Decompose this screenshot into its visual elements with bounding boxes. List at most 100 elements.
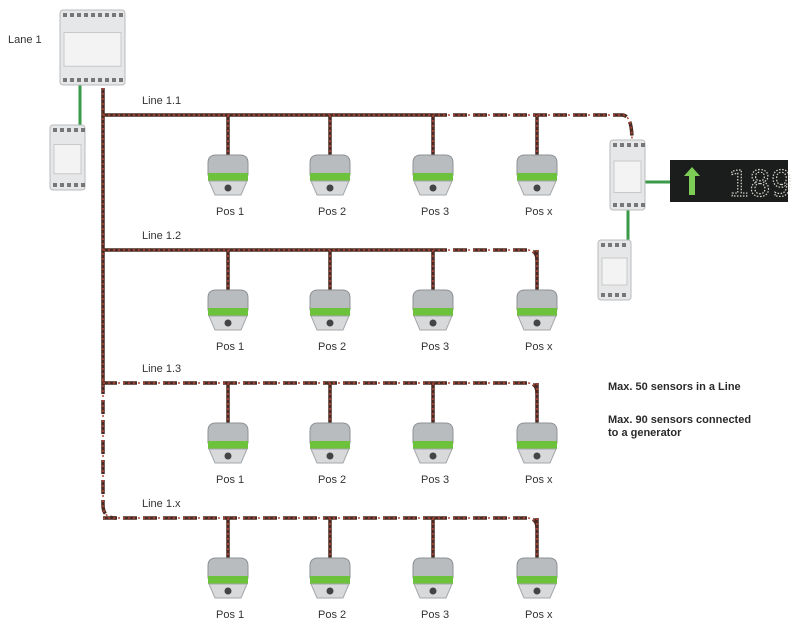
sensor-lens <box>326 587 334 595</box>
cable-core <box>433 381 539 394</box>
cable-twist <box>102 380 117 519</box>
position-label: Pos 2 <box>318 341 347 353</box>
sensor-led-ring <box>517 173 557 181</box>
terminal <box>70 13 74 17</box>
power-supply <box>49 124 86 191</box>
sensor <box>516 154 558 196</box>
sensor-led-ring <box>208 308 248 316</box>
sensor <box>207 422 249 464</box>
cable-core <box>433 113 634 141</box>
position-label: Pos 1 <box>216 206 245 218</box>
sensor-led-ring <box>413 576 453 584</box>
position-label: Pos 2 <box>318 206 347 218</box>
terminal <box>608 293 612 297</box>
sensor <box>412 154 454 196</box>
sensor <box>207 557 249 599</box>
arrow-up-icon <box>684 167 700 195</box>
sensor-led-ring <box>310 441 350 449</box>
position-label: Pos 3 <box>421 609 450 621</box>
terminal <box>77 78 81 82</box>
sensor <box>309 289 351 331</box>
device-panel <box>601 257 628 286</box>
terminal <box>105 13 109 17</box>
cable-twist <box>433 517 538 529</box>
terminal <box>627 143 631 147</box>
device-panel <box>63 32 122 67</box>
sensor-housing <box>516 422 558 444</box>
sensor-led-ring <box>517 576 557 584</box>
sensor-housing <box>309 154 351 176</box>
cable-twist <box>433 382 538 394</box>
sensor-lens <box>326 184 334 192</box>
generator-label: Lane 1 <box>8 34 42 46</box>
sensor-led-ring <box>413 173 453 181</box>
sensor-housing <box>412 154 454 176</box>
terminal <box>105 78 109 82</box>
line-cable-dashed <box>433 113 634 141</box>
terminal <box>112 78 116 82</box>
sensor-led-ring <box>517 441 557 449</box>
sensor-lens <box>224 184 232 192</box>
sensor-housing <box>207 289 249 311</box>
parking-guidance-display: 189 <box>670 160 793 206</box>
sensor-led-ring <box>310 576 350 584</box>
sensor <box>309 557 351 599</box>
terminal <box>613 143 617 147</box>
terminal <box>634 203 638 207</box>
main-bus-cable-dashed <box>101 380 117 520</box>
terminal <box>622 243 626 247</box>
sensor-lens <box>224 452 232 460</box>
sensor-led-ring <box>517 308 557 316</box>
sensor-housing <box>207 557 249 579</box>
device-panel <box>53 144 82 175</box>
position-label: Pos x <box>525 474 553 486</box>
terminal <box>63 13 67 17</box>
terminal <box>53 128 57 132</box>
position-label: Pos x <box>525 206 553 218</box>
terminal <box>613 203 617 207</box>
terminal <box>63 78 67 82</box>
sensor-lens <box>326 319 334 327</box>
terminal <box>74 128 78 132</box>
line-cable-dashed <box>433 248 539 261</box>
sensor <box>207 289 249 331</box>
sensor-lens <box>533 184 541 192</box>
sensor-housing <box>516 154 558 176</box>
position-label: Pos 1 <box>216 341 245 353</box>
sensor-lens <box>429 319 437 327</box>
terminal <box>641 143 645 147</box>
sensor-housing <box>516 289 558 311</box>
terminal <box>627 203 631 207</box>
terminal <box>53 183 57 187</box>
position-label: Pos x <box>525 609 553 621</box>
sensor <box>412 289 454 331</box>
sensor <box>207 154 249 196</box>
position-label: Pos 3 <box>421 474 450 486</box>
terminal <box>91 13 95 17</box>
terminal <box>67 128 71 132</box>
position-label: Pos 1 <box>216 609 245 621</box>
line-label: Line 1.3 <box>142 363 182 375</box>
sensor <box>309 422 351 464</box>
sensor-housing <box>516 557 558 579</box>
terminal <box>84 13 88 17</box>
terminal <box>60 183 64 187</box>
note-max-line: Max. 50 sensors in a Line <box>608 381 741 393</box>
terminal <box>634 143 638 147</box>
sensor-lens <box>533 319 541 327</box>
sensor-lens <box>533 452 541 460</box>
sensor-led-ring <box>413 441 453 449</box>
sensor-housing <box>207 422 249 444</box>
terminal <box>81 128 85 132</box>
cable-twist <box>433 114 633 141</box>
terminal <box>70 78 74 82</box>
sensor-lens <box>429 184 437 192</box>
terminal <box>112 13 116 17</box>
terminal <box>615 293 619 297</box>
terminal <box>608 243 612 247</box>
terminal <box>601 243 605 247</box>
sensor <box>516 557 558 599</box>
position-label: Pos 1 <box>216 474 245 486</box>
display-count: 189 <box>727 164 792 205</box>
